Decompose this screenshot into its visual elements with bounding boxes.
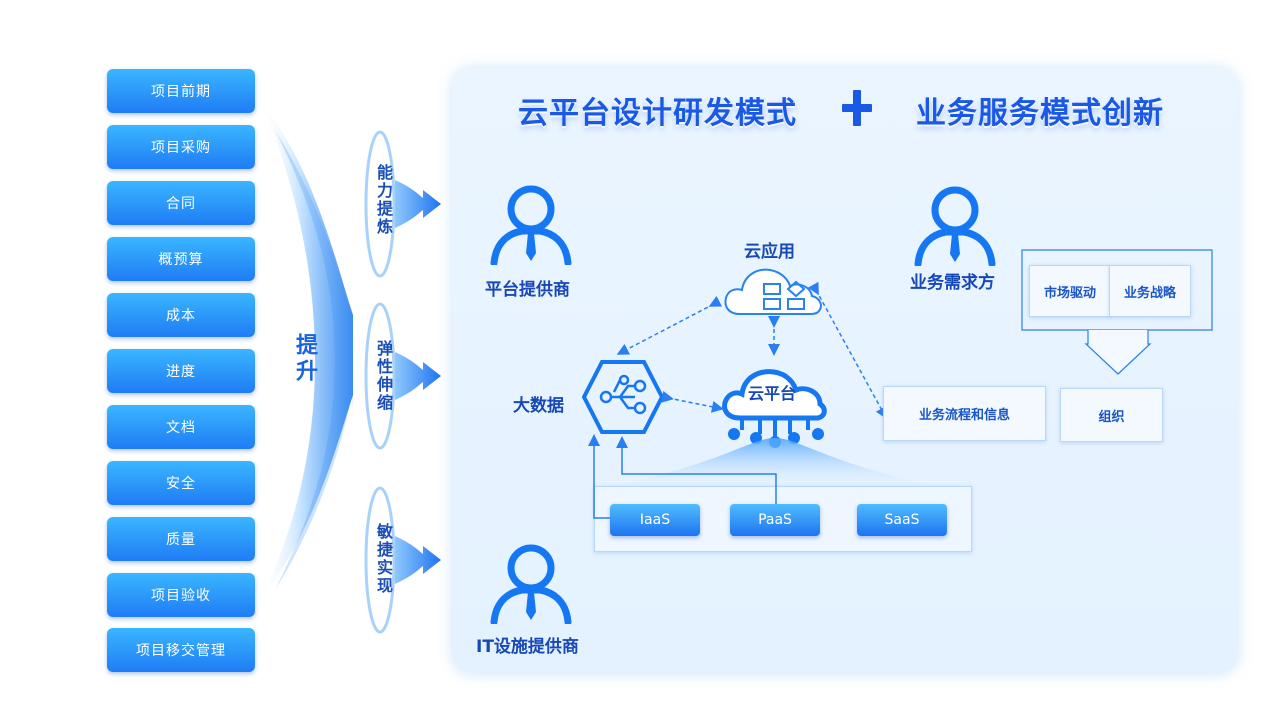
biz-strategy-box: 业务战略 xyxy=(1109,265,1191,317)
biz-process-box: 业务流程和信息 xyxy=(883,386,1046,441)
left-item[interactable]: 文档 xyxy=(107,405,255,449)
iaas-button[interactable]: IaaS xyxy=(610,504,700,536)
big-data-label: 大数据 xyxy=(513,396,564,416)
lens-label: 敏捷实现 xyxy=(374,523,393,595)
left-item[interactable]: 合同 xyxy=(107,181,255,225)
plus-icon xyxy=(842,90,872,126)
left-item-label: 概预算 xyxy=(158,252,204,268)
left-item[interactable]: 项目验收 xyxy=(107,573,255,617)
it-provider-label: IT设施提供商 xyxy=(476,637,579,657)
left-item[interactable]: 成本 xyxy=(107,293,255,337)
lens-arrow xyxy=(395,536,441,584)
left-item-label: 安全 xyxy=(166,476,196,492)
left-item-label: 成本 xyxy=(166,308,196,324)
lens-label: 弹性伸缩 xyxy=(374,340,393,412)
paas-button[interactable]: PaaS xyxy=(730,504,820,536)
left-item-label: 文档 xyxy=(166,420,196,436)
biz-strategy-label: 业务战略 xyxy=(1123,285,1176,301)
title-left: 云平台设计研发模式 xyxy=(518,96,797,131)
left-item[interactable]: 项目移交管理 xyxy=(107,628,255,672)
funnel-graphic xyxy=(260,100,441,634)
lens-arrow xyxy=(395,352,441,400)
service-label: PaaS xyxy=(758,512,792,528)
lens-arrow xyxy=(395,180,441,228)
funnel-inner xyxy=(275,130,353,590)
cloud-app-label: 云应用 xyxy=(744,242,795,262)
big-data-icon xyxy=(581,360,665,434)
market-drive-label: 市场驱动 xyxy=(1043,285,1096,301)
person-icon xyxy=(914,186,996,266)
person-icon xyxy=(490,544,572,624)
left-item[interactable]: 质量 xyxy=(107,517,255,561)
lens-shape xyxy=(364,486,396,634)
connector-lines xyxy=(588,249,1213,519)
left-item[interactable]: 安全 xyxy=(107,461,255,505)
cloud-platform-label: 云平台 xyxy=(748,384,797,403)
left-item-label: 项目移交管理 xyxy=(136,643,226,659)
left-item-label: 项目前期 xyxy=(151,84,211,100)
left-item-label: 合同 xyxy=(166,196,196,212)
left-item[interactable]: 项目采购 xyxy=(107,125,255,169)
organization-label: 组织 xyxy=(1098,409,1125,425)
lens-shape xyxy=(364,130,396,278)
market-drive-box: 市场驱动 xyxy=(1029,265,1111,317)
platform-provider-label: 平台提供商 xyxy=(485,280,570,300)
title-right: 业务服务模式创新 xyxy=(916,96,1164,131)
lens-shape xyxy=(364,302,396,450)
business-demand-label: 业务需求方 xyxy=(910,273,995,293)
service-label: SaaS xyxy=(884,512,920,528)
left-item-label: 项目验收 xyxy=(151,588,211,604)
left-item[interactable]: 概预算 xyxy=(107,237,255,281)
service-label: IaaS xyxy=(639,512,671,528)
glow-shape xyxy=(600,438,950,488)
left-item-label: 质量 xyxy=(166,532,196,548)
saas-button[interactable]: SaaS xyxy=(857,504,947,536)
funnel-shape xyxy=(260,100,353,600)
lens-label: 能力提炼 xyxy=(374,164,393,236)
person-icon xyxy=(490,185,572,265)
organization-box: 组织 xyxy=(1060,388,1163,442)
left-item-label: 进度 xyxy=(166,364,196,380)
left-item[interactable]: 项目前期 xyxy=(107,69,255,113)
left-item[interactable]: 进度 xyxy=(107,349,255,393)
lift-label: 提升 xyxy=(292,333,317,385)
left-item-label: 项目采购 xyxy=(151,140,211,156)
biz-process-label: 业务流程和信息 xyxy=(918,408,1010,423)
